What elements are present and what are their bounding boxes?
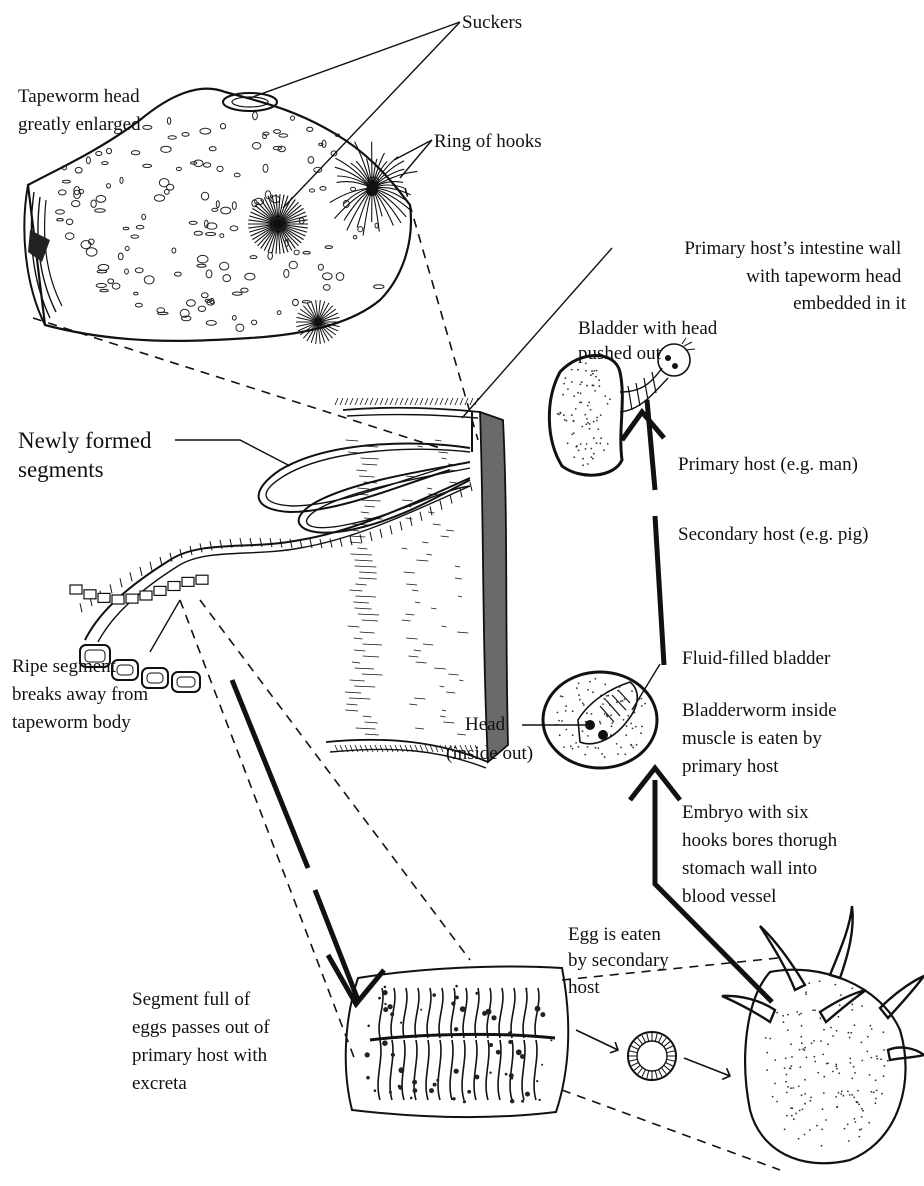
- label-head-title: Tapeworm head greatly enlarged: [18, 86, 144, 135]
- label-fluid-bladder: Fluid-filled bladder: [682, 648, 831, 669]
- label-bladder-head-out: Bladder with head pushed out: [578, 318, 722, 364]
- label-ring-of-hooks: Ring of hooks: [434, 131, 542, 152]
- ripe-segment-pointer: [150, 600, 180, 652]
- label-segment-eggs: Segment full of eggs passes out of prima…: [132, 989, 274, 1094]
- label-egg-eaten: Egg is eaten by secondary host: [568, 924, 674, 998]
- arrow-to-bladder: [622, 400, 664, 665]
- egg-drawing: [628, 1032, 676, 1080]
- egg-path-arrows: [576, 1030, 730, 1076]
- label-suckers: Suckers: [462, 12, 522, 33]
- tapeworm-body-drawing: [70, 443, 472, 692]
- egg-segment-drawing: [346, 966, 569, 1117]
- label-embryo: Embryo with six hooks bores thorugh stom…: [682, 802, 842, 907]
- newly-formed-pointer: [175, 440, 290, 466]
- embryo-drawing: [722, 906, 924, 1163]
- label-secondary-host: Secondary host (e.g. pig): [678, 524, 868, 545]
- fluid-bladder-pointer: [632, 664, 660, 710]
- suckers-pointer-lines: [250, 22, 460, 208]
- label-bladderworm: Bladderworm inside muscle is eaten by pr…: [682, 700, 841, 777]
- label-intestine-wall: Primary host’s intestine wall with tapew…: [684, 238, 906, 314]
- label-primary-host: Primary host (e.g. man): [678, 454, 858, 475]
- label-newly-formed: Newly formed segments: [18, 428, 157, 482]
- bladderworm-drawing: [543, 672, 657, 768]
